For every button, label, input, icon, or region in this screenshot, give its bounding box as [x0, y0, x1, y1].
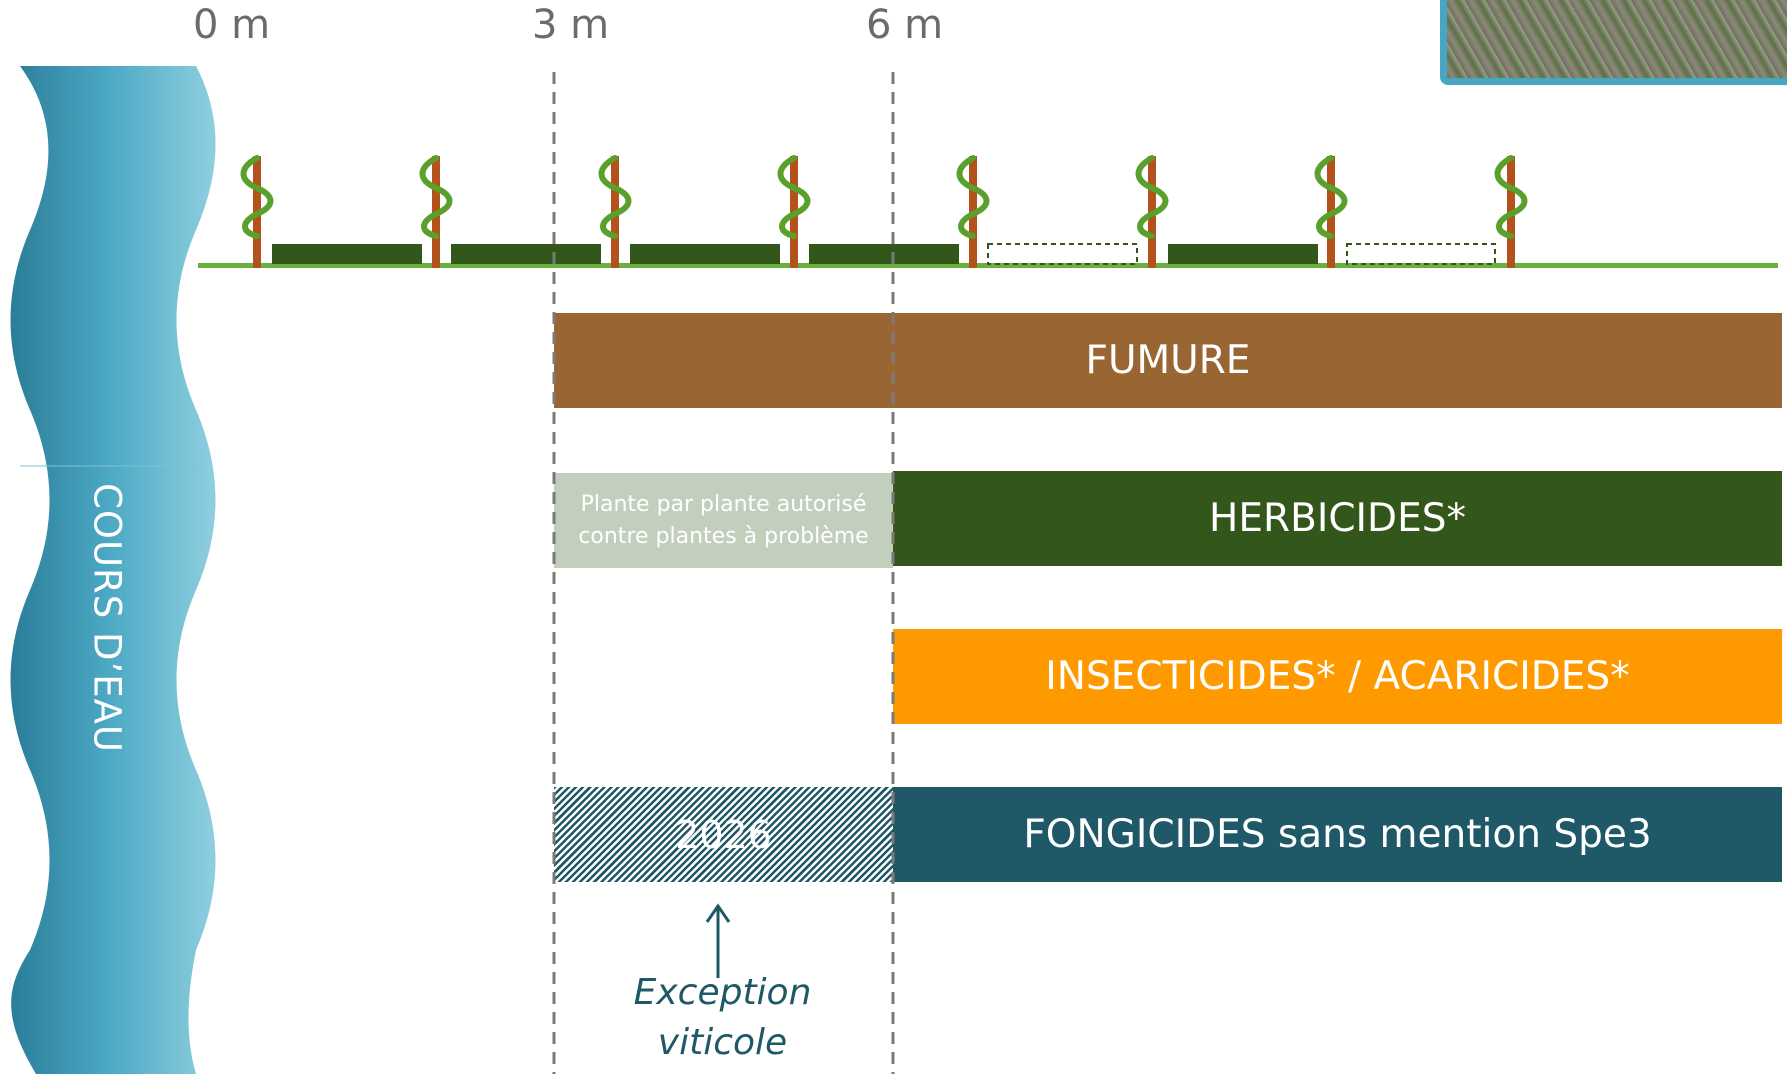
field-photo-thumbnail: [1440, 0, 1787, 85]
distance-label-3m: 3 m: [532, 2, 610, 48]
grass-strip-icon: [451, 244, 601, 264]
vine-plant-icon: [1314, 155, 1348, 268]
ground-line: [198, 263, 1778, 268]
vine-plant-icon: [240, 155, 274, 268]
vine-plant-icon: [956, 155, 990, 268]
grass-strip-icon: [1168, 244, 1318, 264]
band-fongicides: FONGICIDES sans mention Spe3: [893, 787, 1782, 882]
vine-plant-icon: [777, 155, 811, 268]
distance-label-0m: 0 m: [193, 2, 271, 48]
river-shape: [10, 66, 216, 1074]
vine-plant-icon: [1135, 155, 1169, 268]
band-fongicides-exception-2026: 2026: [554, 787, 893, 882]
bare-soil-strip-icon: [1346, 243, 1496, 265]
vine-plant-icon: [1494, 155, 1528, 268]
bare-soil-strip-icon: [987, 243, 1138, 265]
exception-annotation: Exception viticole: [633, 972, 812, 1063]
grass-strip-icon: [809, 244, 959, 264]
vine-plant-icon: [598, 155, 632, 268]
band-insecticides-acaricides: INSECTICIDES* / ACARICIDES*: [893, 629, 1782, 724]
river-label: COURS D’EAU: [85, 482, 129, 754]
distance-label-6m: 6 m: [866, 2, 944, 48]
grass-strip-icon: [272, 244, 422, 264]
vine-plant-icon: [419, 155, 453, 268]
band-fumure: FUMURE: [554, 313, 1782, 408]
band-herbicides-exception: Plante par plante autorisé contre plante…: [554, 473, 893, 568]
arrow-up-icon: [705, 903, 731, 978]
band-herbicides: HERBICIDES*: [893, 471, 1782, 566]
grass-strip-icon: [630, 244, 780, 264]
